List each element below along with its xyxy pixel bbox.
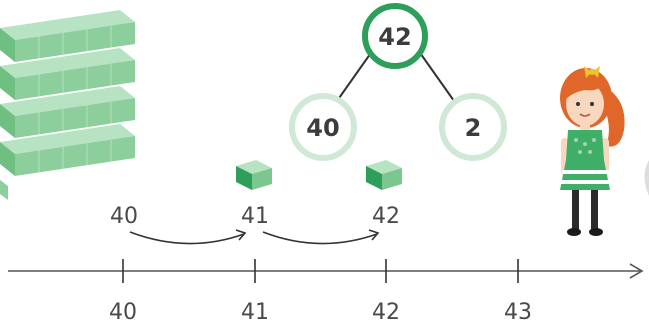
number-line-arrowhead bbox=[629, 263, 644, 279]
jump-arrow-1 bbox=[129, 229, 247, 245]
bond-part-tens: 40 bbox=[289, 93, 357, 161]
jump-label-start: 40 bbox=[110, 204, 138, 229]
jump-label-mid: 41 bbox=[241, 204, 269, 229]
tick-label: 40 bbox=[109, 300, 137, 325]
jump-label-end: 42 bbox=[372, 204, 400, 229]
girl-character bbox=[560, 66, 625, 236]
jump-arrow-2 bbox=[262, 229, 380, 245]
ten-rods bbox=[0, 10, 135, 200]
ten-rod bbox=[0, 10, 135, 62]
tick-label: 43 bbox=[504, 300, 532, 325]
bond-part-tens-label: 40 bbox=[306, 114, 339, 142]
tick-label: 42 bbox=[372, 300, 400, 325]
unit-cube bbox=[236, 160, 272, 190]
ten-rod bbox=[0, 124, 135, 176]
bond-whole: 42 bbox=[362, 3, 428, 69]
bond-connector-right bbox=[417, 49, 460, 109]
bond-whole-label: 42 bbox=[378, 23, 411, 51]
bond-part-ones-label: 2 bbox=[465, 114, 482, 142]
tick-label: 41 bbox=[241, 300, 269, 325]
partial-object bbox=[644, 160, 649, 196]
number-line: 40 41 42 43 bbox=[8, 259, 644, 325]
ten-rod bbox=[0, 86, 135, 138]
ten-rod bbox=[0, 48, 135, 100]
bond-part-ones: 2 bbox=[439, 93, 507, 161]
unit-cube bbox=[366, 160, 402, 190]
